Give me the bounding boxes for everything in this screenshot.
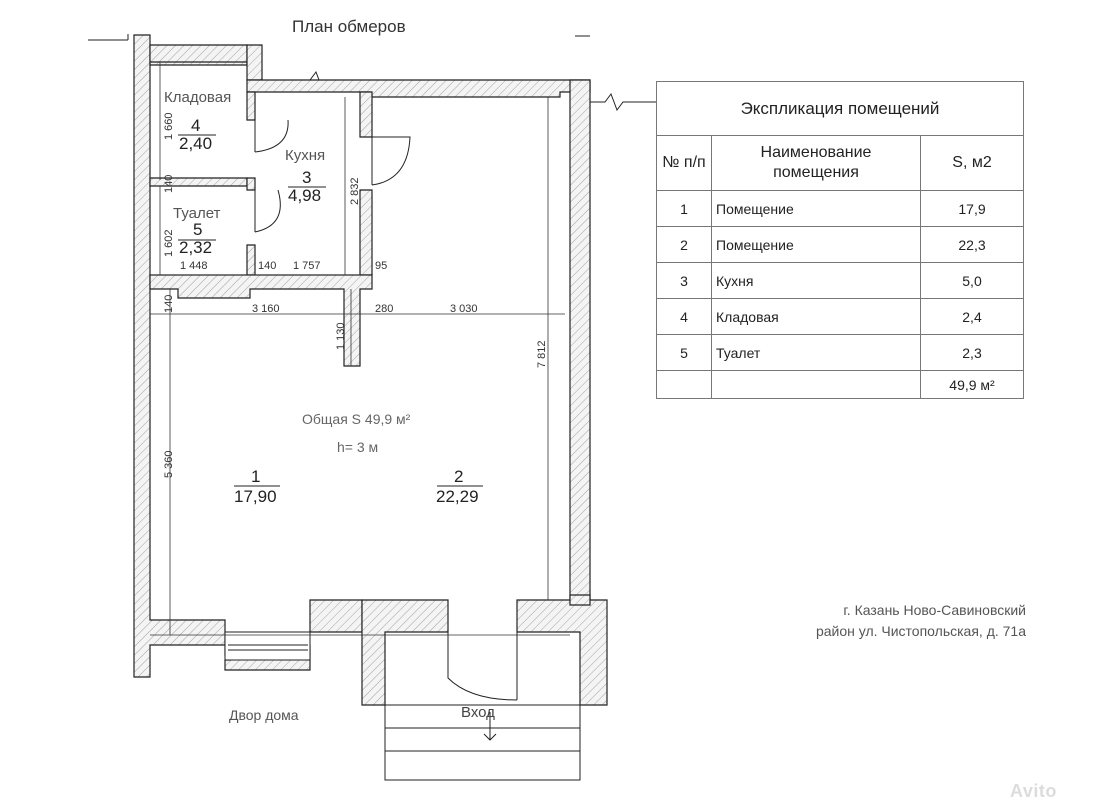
dimension-lines — [150, 62, 570, 636]
ceiling-height-label: h= 3 м — [337, 439, 378, 455]
avito-watermark: Avito — [1010, 781, 1057, 801]
header-number: № п/п — [656, 135, 712, 191]
dim-280: 280 — [375, 303, 393, 315]
table-row: 5 Туалет 2,3 — [656, 334, 1024, 371]
room-num-2: 2 — [454, 467, 463, 486]
dim-95: 95 — [375, 260, 387, 272]
address-line-2: район ул. Чистопольская, д. 71а — [815, 623, 1026, 639]
dim-1660: 1 660 — [163, 112, 175, 140]
dim-2832: 2 832 — [349, 177, 361, 205]
window — [224, 631, 311, 661]
room-name-kitchen: Кухня — [285, 147, 325, 164]
header-name: Наименование помещения — [711, 135, 921, 191]
table-row: 2 Помещение 22,3 — [656, 226, 1024, 263]
table-row: 1 Помещение 17,9 — [656, 190, 1024, 227]
row-area: 2,3 — [920, 334, 1024, 371]
address-line-1: г. Казань Ново-Савиновский — [843, 602, 1026, 618]
dim-140-b: 140 — [258, 260, 276, 272]
room-area-1: 17,90 — [234, 487, 277, 506]
entrance-label: Вход — [461, 704, 495, 721]
dim-7812: 7 812 — [536, 340, 548, 368]
row-number: 4 — [656, 298, 712, 335]
room-num-5: 5 — [193, 220, 202, 239]
row-area: 2,4 — [920, 298, 1024, 335]
row-number: 3 — [656, 262, 712, 299]
room-area-2: 22,29 — [436, 487, 479, 506]
room-name-storage: Кладовая — [164, 89, 231, 106]
dimension-labels: 1 660 140 1 602 1 448 140 1 757 95 2 832… — [163, 112, 548, 478]
row-area: 22,3 — [920, 226, 1024, 263]
row-name: Помещение — [711, 226, 921, 263]
yard-label: Двор дома — [229, 707, 299, 723]
dim-1130: 1 130 — [335, 322, 347, 350]
dim-5360: 5 360 — [163, 450, 175, 478]
row-area: 17,9 — [920, 190, 1024, 227]
table-row: 3 Кухня 5,0 — [656, 262, 1024, 299]
room-name-toilet: Туалет — [173, 205, 221, 222]
row-number: 5 — [656, 334, 712, 371]
room-num-1: 1 — [251, 467, 260, 486]
header-area: S, м2 — [920, 135, 1024, 191]
dim-140-a: 140 — [163, 175, 175, 193]
explication-caption: Экспликация помещений — [656, 81, 1024, 136]
room-area-3: 4,98 — [288, 186, 321, 205]
dim-1448: 1 448 — [180, 260, 208, 272]
row-number: 2 — [656, 226, 712, 263]
dim-1602: 1 602 — [163, 229, 175, 257]
room-labels: Кладовая 4 2,40 Кухня 3 4,98 Туалет 5 2,… — [164, 89, 495, 723]
doors — [254, 119, 518, 701]
explication-table: Экспликация помещений № п/п Наименование… — [656, 81, 1024, 399]
room-area-4: 2,40 — [179, 134, 212, 153]
row-number: 1 — [656, 190, 712, 227]
row-name: Помещение — [711, 190, 921, 227]
row-name: Туалет — [711, 334, 921, 371]
room-num-3: 3 — [302, 168, 311, 187]
row-area: 5,0 — [920, 262, 1024, 299]
room-area-5: 2,32 — [179, 238, 212, 257]
table-row: 4 Кладовая 2,4 — [656, 298, 1024, 335]
dim-1757: 1 757 — [293, 260, 321, 272]
total-area-label: Общая S 49,9 м² — [302, 411, 411, 427]
dim-3160: 3 160 — [252, 303, 280, 315]
room-num-4: 4 — [191, 116, 200, 135]
row-name: Кухня — [711, 262, 921, 299]
dim-3030: 3 030 — [450, 303, 478, 315]
row-name: Кладовая — [711, 298, 921, 335]
total-row: 49,9 м² — [656, 370, 1024, 399]
total-area: 49,9 м² — [920, 370, 1024, 399]
entrance-steps — [384, 704, 581, 781]
dim-140-c: 140 — [163, 295, 175, 313]
plan-title: План обмеров — [292, 17, 406, 36]
